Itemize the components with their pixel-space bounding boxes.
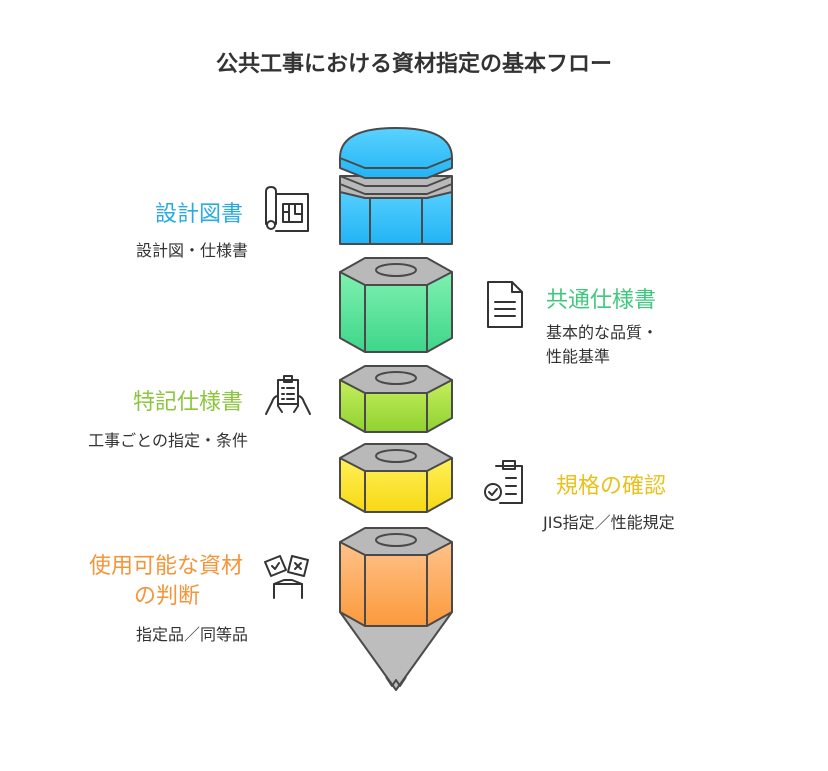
decision-cards-icon <box>264 555 309 599</box>
pencil-segment-common-spec <box>339 257 453 353</box>
blueprint-icon <box>265 186 309 232</box>
step-2-description-line-2: 性能基準 <box>546 347 611 366</box>
pencil-segment-standard-check <box>339 443 453 513</box>
step-5-label-line-2: の判断 <box>133 584 200 609</box>
document-icon <box>487 281 523 328</box>
step-4-description: JIS指定／性能規定 <box>543 513 675 532</box>
pencil-eraser-segment <box>339 127 453 245</box>
step-1-label: 設計図書 <box>154 202 243 227</box>
diagram-title: 公共工事における資材指定の基本フロー <box>215 52 612 77</box>
step-1-description: 設計図・仕様書 <box>135 241 248 260</box>
checklist-icon <box>484 460 523 504</box>
step-2-description-line-1: 基本的な品質・ <box>546 323 659 342</box>
pencil-segment-material-judgement <box>339 527 453 691</box>
step-3-label: 特記仕様書 <box>132 390 243 415</box>
step-2-label: 共通仕様書 <box>546 288 657 313</box>
pencil-segment-special-spec <box>339 365 453 433</box>
step-5-description: 指定品／同等品 <box>135 625 248 644</box>
hand-holding-list-icon <box>265 375 311 415</box>
step-3-description: 工事ごとの指定・条件 <box>88 431 248 450</box>
step-5-label-line-1: 使用可能な資材 <box>88 554 243 579</box>
step-4-label: 規格の確認 <box>556 474 667 499</box>
